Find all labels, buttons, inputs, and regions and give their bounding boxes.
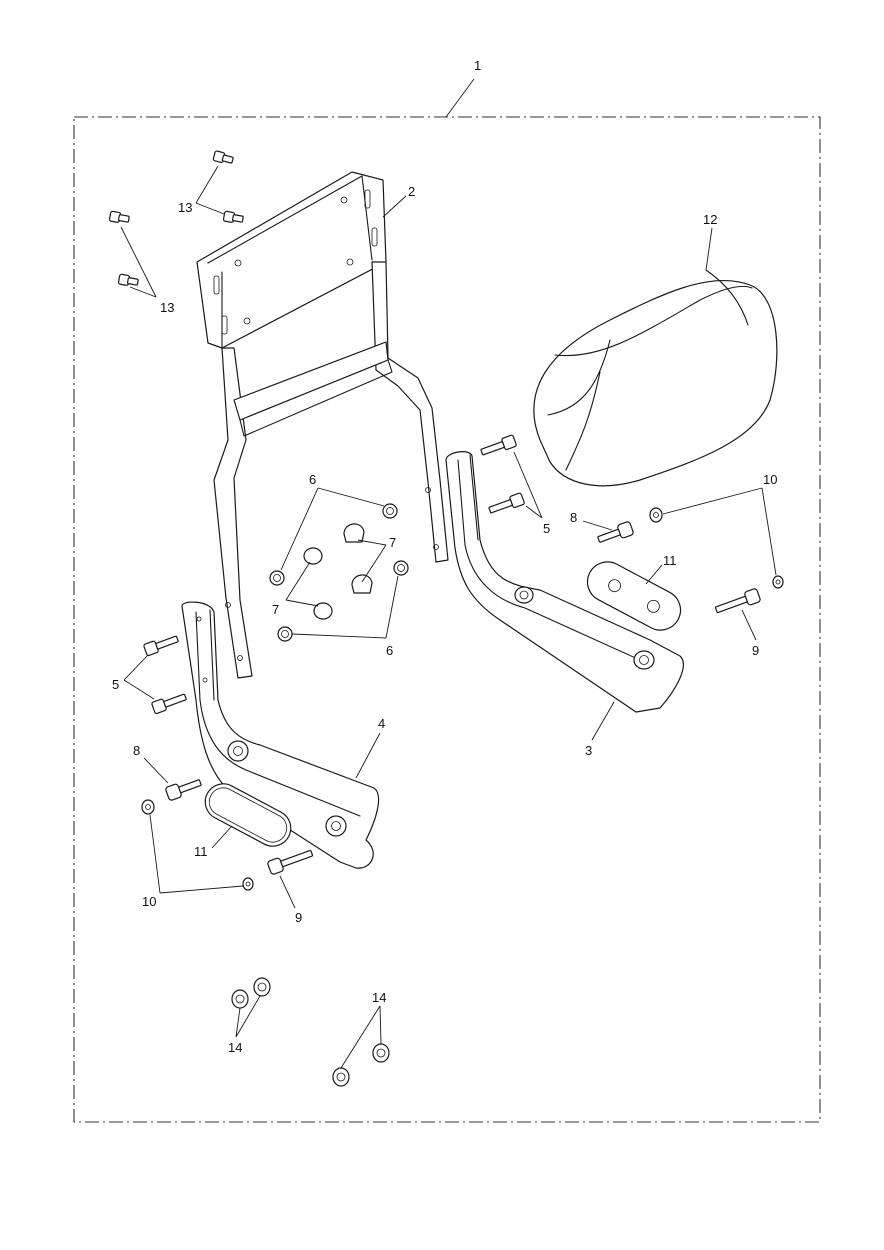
part-13-screws — [108, 150, 244, 286]
callout-14b: 14 — [372, 990, 386, 1005]
leader-8b — [582, 520, 613, 531]
part-10-washers — [141, 507, 784, 891]
leader-7b — [285, 561, 319, 607]
leader-7a — [357, 539, 387, 583]
callout-7a: 7 — [389, 535, 396, 550]
callout-12: 12 — [703, 212, 717, 227]
callout-8b: 8 — [570, 510, 577, 525]
leader-2 — [382, 195, 407, 218]
callout-10a: 10 — [142, 894, 156, 909]
callout-2: 2 — [408, 184, 415, 199]
callout-11a: 11 — [194, 844, 208, 859]
part-12-backrest-pad — [533, 269, 778, 487]
leader-1 — [445, 78, 475, 118]
callout-10b: 10 — [763, 472, 777, 487]
leader-12 — [705, 227, 713, 271]
part-3-right-bracket — [445, 451, 684, 713]
part-9-long-bolts — [267, 588, 761, 875]
leader-4 — [355, 732, 381, 779]
part-6-nuts — [269, 503, 409, 642]
callout-5b: 5 — [543, 521, 550, 536]
leader-5a — [123, 654, 155, 700]
callout-13b: 13 — [160, 300, 174, 315]
callout-6b: 6 — [386, 643, 393, 658]
part-8-socket-bolts — [165, 521, 634, 801]
callout-7b: 7 — [272, 602, 279, 617]
part-14-spacers — [231, 977, 390, 1087]
kit-boundary-frame — [73, 116, 821, 1123]
part-7-caps — [303, 523, 373, 620]
callout-1: 1 — [474, 58, 481, 73]
leader-9b — [741, 609, 757, 641]
leader-5b — [513, 451, 543, 519]
leader-14a — [235, 995, 261, 1038]
part-2-upright-frame — [196, 171, 449, 679]
leader-3 — [591, 701, 615, 741]
leader-10a — [149, 814, 244, 894]
part-5-flange-bolts — [143, 434, 525, 715]
leader-6b — [291, 575, 399, 639]
callout-5a: 5 — [112, 677, 119, 692]
leader-13a — [195, 165, 225, 215]
leader-11a — [211, 825, 233, 849]
leader-11b — [645, 564, 663, 585]
callout-9a: 9 — [295, 910, 302, 925]
callout-4: 4 — [378, 716, 385, 731]
callout-9b: 9 — [752, 643, 759, 658]
callout-11b: 11 — [663, 553, 677, 568]
callout-14a: 14 — [228, 1040, 242, 1055]
callout-3: 3 — [585, 743, 592, 758]
leader-10b — [662, 487, 777, 576]
leader-14b — [340, 1005, 382, 1069]
callout-8a: 8 — [133, 743, 140, 758]
part-4-left-bracket — [181, 601, 380, 869]
callout-6a: 6 — [309, 472, 316, 487]
leader-6a — [280, 487, 385, 571]
leader-8a — [143, 757, 169, 784]
leader-9a — [279, 875, 296, 909]
part-11-pads — [204, 561, 682, 847]
callout-13a: 13 — [178, 200, 192, 215]
leader-13b — [120, 226, 157, 298]
